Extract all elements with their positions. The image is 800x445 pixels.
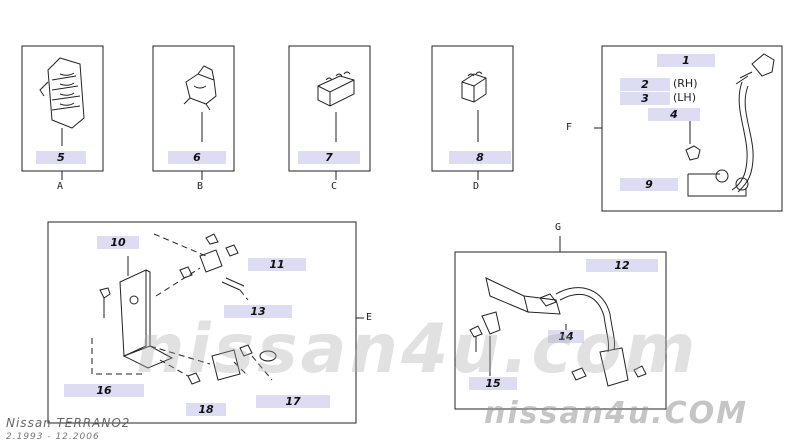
part-number-12[interactable]: 12 — [586, 259, 658, 272]
panel-b-frame — [152, 45, 235, 172]
hose-g-drawing — [469, 236, 647, 387]
clip-a-drawing — [39, 57, 85, 180]
panel-letter-g: G — [555, 222, 563, 233]
clip-d-drawing — [461, 71, 487, 180]
panel-d-frame — [431, 45, 514, 172]
panel-letter-a: A — [57, 181, 65, 192]
part-number-11[interactable]: 11 — [248, 258, 306, 271]
part-number-4[interactable]: 4 — [648, 108, 700, 121]
part-number-7[interactable]: 7 — [298, 151, 360, 164]
panel-letter-c: C — [331, 181, 339, 192]
panel-letter-e: E — [366, 312, 374, 323]
watermark-corner: nissan4u.COM — [484, 396, 748, 431]
part-number-8[interactable]: 8 — [449, 151, 511, 164]
part-number-2[interactable]: 2 — [620, 78, 670, 91]
watermark-center: nissan4u.com — [136, 310, 699, 389]
bracket-e-drawing — [91, 233, 364, 385]
part-number-15[interactable]: 15 — [469, 377, 517, 390]
lh-label: (LH) — [673, 91, 696, 104]
part-number-6[interactable]: 6 — [168, 151, 226, 164]
part-number-17[interactable]: 17 — [256, 395, 330, 408]
part-number-18[interactable]: 18 — [186, 403, 226, 416]
panel-letter-b: B — [197, 181, 205, 192]
part-number-3[interactable]: 3 — [620, 92, 670, 105]
part-number-9[interactable]: 9 — [620, 178, 678, 191]
part-number-16[interactable]: 16 — [64, 384, 144, 397]
part-number-5[interactable]: 5 — [36, 151, 86, 164]
part-number-10[interactable]: 10 — [97, 236, 139, 249]
panel-letter-f: F — [566, 122, 574, 133]
clip-b-drawing — [183, 65, 217, 180]
part-number-13[interactable]: 13 — [224, 305, 292, 318]
part-number-1[interactable]: 1 — [657, 54, 715, 67]
production-dates: 2.1993 - 12.2006 — [6, 432, 100, 442]
part-number-14[interactable]: 14 — [548, 330, 584, 343]
panel-letter-d: D — [473, 181, 481, 192]
rh-label: (RH) — [673, 77, 698, 90]
model-name: Nissan TERRANO2 — [6, 416, 131, 430]
panel-c-frame — [288, 45, 371, 172]
clip-c-drawing — [317, 71, 355, 180]
panel-e-frame — [47, 221, 357, 424]
hose-f-drawing — [594, 53, 775, 197]
